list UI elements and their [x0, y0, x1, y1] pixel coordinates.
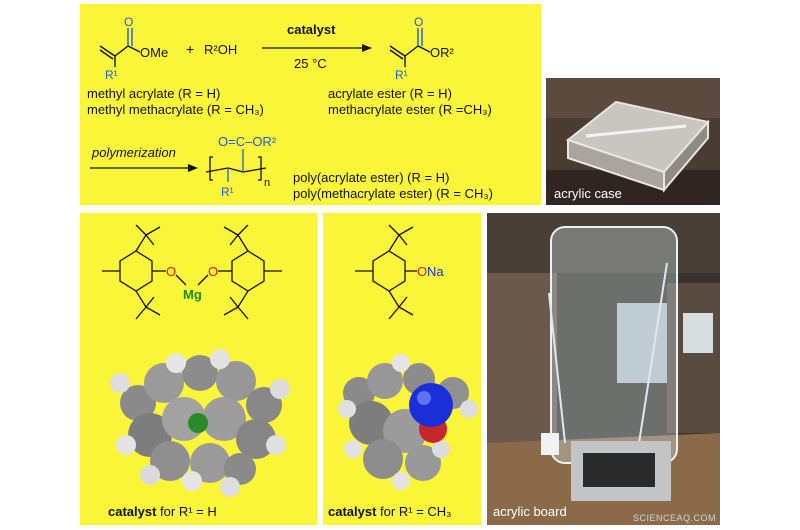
acrylic-case-label: acrylic case	[554, 186, 622, 201]
polymer-name-2: poly(methacrylate ester) (R = CH₃)	[293, 186, 493, 201]
ester-structure	[389, 28, 431, 67]
methoxy-label: OMe	[140, 45, 168, 60]
product-name-1: acrylate ester (R = H)	[328, 86, 452, 101]
mg-right-oxygen: O	[208, 264, 218, 279]
reagent-label: R²OH	[204, 42, 237, 57]
polymerization-arrowhead	[188, 164, 198, 172]
catalyst-label: catalyst	[287, 22, 336, 37]
acrylate-carbonyl-oxygen: O	[124, 15, 133, 29]
na-caption-rest: for R¹ = CH₃	[376, 504, 452, 519]
reactant-name-1: methyl acrylate (R = H)	[87, 86, 221, 101]
temperature-label: 25 °C	[294, 56, 327, 71]
mg-left-aryl-ring	[102, 224, 187, 320]
na-caption-bold: catalyst	[328, 504, 377, 519]
na-aryl-ring	[355, 224, 417, 320]
mg-catalyst-caption: catalyst for R¹ = H	[108, 504, 217, 519]
acrylic-board-illustration	[487, 213, 720, 525]
mg-catalyst-panel: O O Mg catal	[80, 213, 317, 525]
mg-catalyst-graphic: O O Mg	[102, 224, 290, 497]
reaction-scheme-graphic: O OMe R¹ + R²OH catalyst 25 °C O OR² R¹ …	[90, 15, 455, 199]
acrylic-case-photo: acrylic case	[546, 78, 720, 205]
mg-caption-bold: catalyst	[108, 504, 157, 519]
polymer-structure	[205, 149, 267, 182]
ester-or2-label: OR²	[430, 45, 455, 60]
acrylate-r1-label: R¹	[105, 68, 118, 82]
polymer-ester-group: O=C–OR²	[218, 134, 277, 149]
reaction-arrowhead	[362, 44, 372, 52]
mg-caption-rest: for R¹ = H	[156, 504, 217, 519]
acrylic-board-label: acrylic board	[493, 504, 567, 519]
polymer-name-1: poly(acrylate ester) (R = H)	[293, 170, 450, 185]
sodium-atom-label: Na	[427, 264, 444, 279]
mg-right-aryl-ring	[197, 224, 282, 320]
na-catalyst-panel: O Na catalyst for R¹ = CH₃	[323, 213, 481, 525]
plus-sign: +	[186, 41, 194, 57]
acrylate-structure	[99, 28, 141, 67]
acrylic-case-illustration	[546, 78, 720, 205]
product-name-2: methacrylate ester (R =CH₃)	[328, 102, 492, 117]
mg-left-oxygen: O	[166, 264, 176, 279]
polymer-r1-label: R¹	[221, 185, 234, 199]
na-catalyst-graphic: O Na	[338, 224, 478, 490]
reaction-scheme-panel: O OMe R¹ + R²OH catalyst 25 °C O OR² R¹ …	[80, 4, 541, 205]
na-oxygen: O	[417, 264, 427, 279]
magnesium-atom-label: Mg	[183, 287, 202, 302]
ester-carbonyl-oxygen: O	[414, 15, 423, 29]
na-space-filling-model	[338, 354, 478, 490]
ester-r1-label: R¹	[395, 68, 408, 82]
na-catalyst-caption: catalyst for R¹ = CH₃	[328, 504, 451, 519]
acrylic-board-photo: acrylic board SCIENCEAQ.COM	[487, 213, 720, 525]
mg-space-filling-model	[110, 349, 290, 497]
polymerization-label: polymerization	[91, 145, 176, 160]
polymer-repeat-n: n	[264, 177, 270, 189]
watermark: SCIENCEAQ.COM	[632, 513, 716, 523]
reactant-name-2: methyl methacrylate (R = CH₃)	[87, 102, 264, 117]
